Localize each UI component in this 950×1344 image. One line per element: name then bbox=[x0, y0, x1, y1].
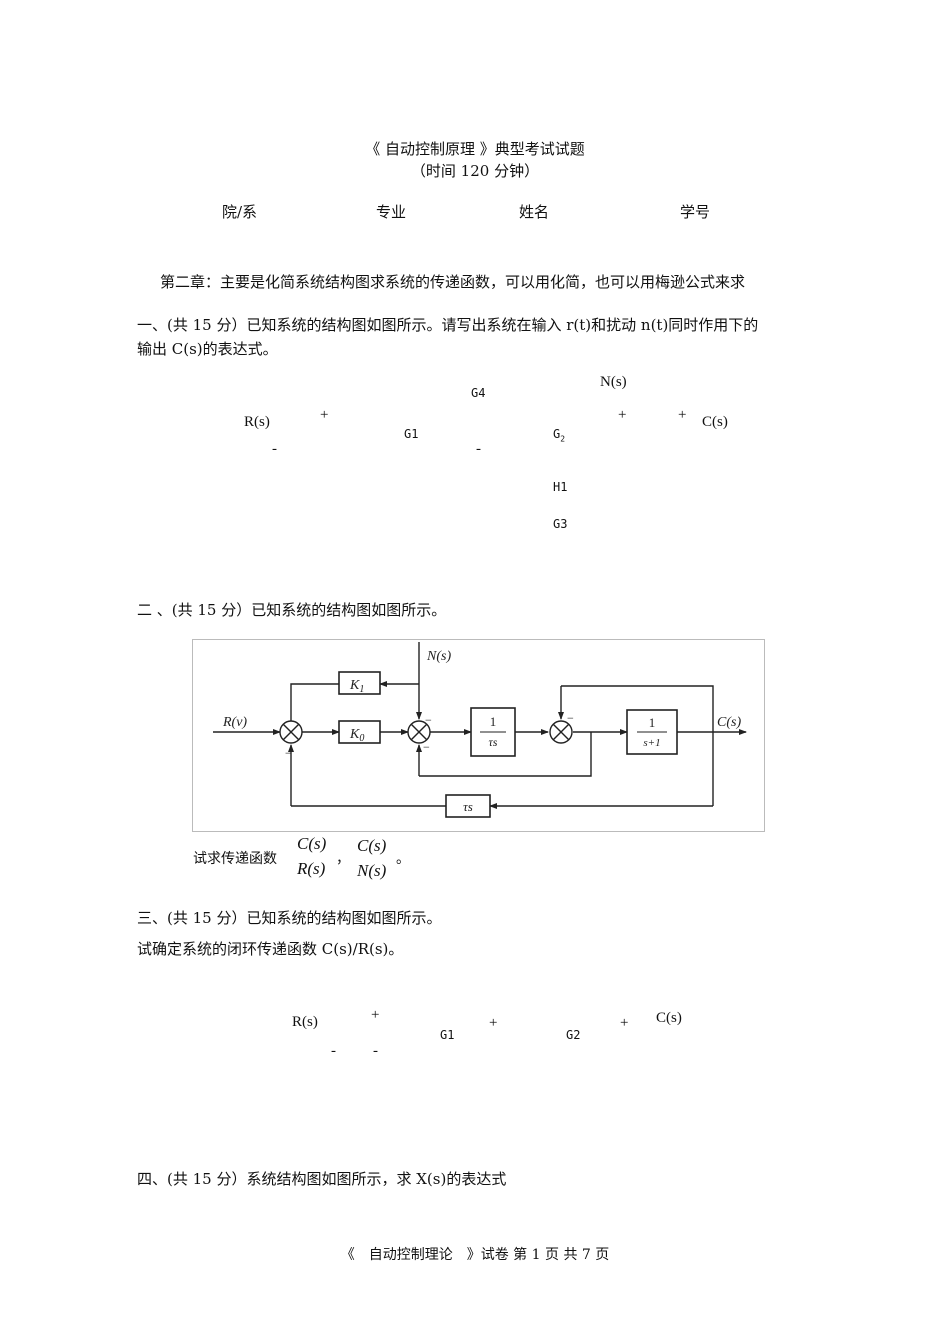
q2-label-taus-den: τs bbox=[489, 735, 498, 749]
q2-block-diagram: R(v) N(s) K1 K0 1 τs 1 s+1 C(s) τs − − −… bbox=[213, 642, 747, 818]
q3-plus-1: + bbox=[371, 1007, 380, 1023]
q1-minus-2: - bbox=[476, 441, 481, 457]
q1-label-g3: G3 bbox=[553, 517, 568, 531]
q2-heading: 二 、(共 15 分）已知系统的结构图如图所示。 bbox=[137, 601, 447, 619]
q2-period: 。 bbox=[396, 851, 410, 867]
q2-fraction-2-den: N(s) bbox=[357, 861, 387, 880]
q2-figure-frame: R(v) N(s) K1 K0 1 τs 1 s+1 C(s) τs − − −… bbox=[192, 639, 765, 832]
q1-label-h1: H1 bbox=[553, 480, 568, 494]
exam-title: 《 自动控制原理 》典型考试试题 bbox=[365, 140, 585, 158]
chapter-note: 第二章：主要是化简系统结构图求系统的传递函数，可以用化简，也可以用梅逊公式来求 bbox=[160, 273, 746, 291]
q1-plus-2: + bbox=[618, 407, 627, 423]
q2-label-one-a: 1 bbox=[490, 714, 497, 729]
q2-label-ns: N(s) bbox=[426, 649, 451, 664]
q1-plus-1: + bbox=[320, 407, 329, 423]
q2-label-s1-den: s+1 bbox=[643, 737, 660, 749]
q1-label-rs: R(s) bbox=[244, 414, 270, 430]
q2-label-taus: τs bbox=[463, 799, 473, 814]
field-name: 姓名 bbox=[519, 203, 550, 221]
q2-label-rv: R(v) bbox=[222, 715, 247, 730]
q3-ask: 试确定系统的闭环传递函数 C(s)/R(s)。 bbox=[137, 940, 404, 958]
q1-label-cs: C(s) bbox=[702, 414, 728, 430]
q3-label-rs: R(s) bbox=[292, 1014, 318, 1030]
q2-minus-2: − bbox=[425, 713, 432, 727]
field-student-id: 学号 bbox=[680, 203, 711, 221]
q1-text-line2: 输出 C(s)的表达式。 bbox=[137, 340, 278, 358]
q2-fraction-2-num: C(s) bbox=[357, 836, 387, 855]
q2-comma: ， bbox=[336, 851, 350, 867]
q2-label-k1: K1 bbox=[349, 678, 364, 695]
q3-label-g1: G1 bbox=[440, 1028, 455, 1042]
q3-label-cs: C(s) bbox=[656, 1010, 682, 1026]
q3-label-g2: G2 bbox=[566, 1028, 581, 1042]
q1-text-line1: 一、(共 15 分）已知系统的结构图如图所示。请写出系统在输入 r(t)和扰动 … bbox=[137, 316, 759, 334]
q2-minus-1: − bbox=[285, 746, 292, 760]
q2-summing-junction-3 bbox=[549, 720, 573, 744]
q1-label-ns: N(s) bbox=[600, 374, 627, 390]
q3-plus-3: + bbox=[620, 1015, 629, 1031]
page-footer: 《 自动控制理论 》试卷 第 1 页 共 7 页 bbox=[340, 1247, 610, 1263]
exam-duration: （时间 120 分钟） bbox=[410, 162, 540, 180]
q3-minus-1: - bbox=[331, 1043, 336, 1059]
q2-block-taus bbox=[445, 794, 491, 818]
field-major: 专业 bbox=[376, 203, 407, 221]
q1-plus-3: + bbox=[678, 407, 687, 423]
q2-label-cs: C(s) bbox=[717, 715, 741, 730]
q1-label-g4: G4 bbox=[471, 386, 486, 400]
q2-minus-3: − bbox=[423, 740, 430, 754]
q2-block-k0 bbox=[338, 720, 381, 744]
q4-heading: 四、(共 15 分）系统结构图如图所示，求 X(s)的表达式 bbox=[137, 1170, 507, 1188]
q2-fraction-1-num: C(s) bbox=[297, 834, 327, 853]
field-department: 院/系 bbox=[222, 203, 258, 221]
q2-label-k0: K0 bbox=[349, 727, 364, 744]
q2-block-k1 bbox=[338, 671, 381, 695]
q2-summing-junction-2 bbox=[407, 720, 431, 744]
q2-label-one-b: 1 bbox=[649, 715, 656, 730]
q1-minus-1: - bbox=[272, 441, 277, 457]
q2-summing-junction-1 bbox=[279, 720, 303, 744]
q3-minus-2: - bbox=[373, 1043, 378, 1059]
q2-minus-4: − bbox=[567, 711, 574, 725]
q3-heading: 三、(共 15 分）已知系统的结构图如图所示。 bbox=[137, 909, 442, 927]
q1-label-g1: G1 bbox=[404, 427, 419, 441]
q3-plus-2: + bbox=[489, 1015, 498, 1031]
q2-ask: 试求传递函数 bbox=[193, 851, 277, 867]
q1-label-g2: G2 bbox=[553, 427, 566, 444]
q2-fraction-1-den: R(s) bbox=[297, 859, 326, 878]
